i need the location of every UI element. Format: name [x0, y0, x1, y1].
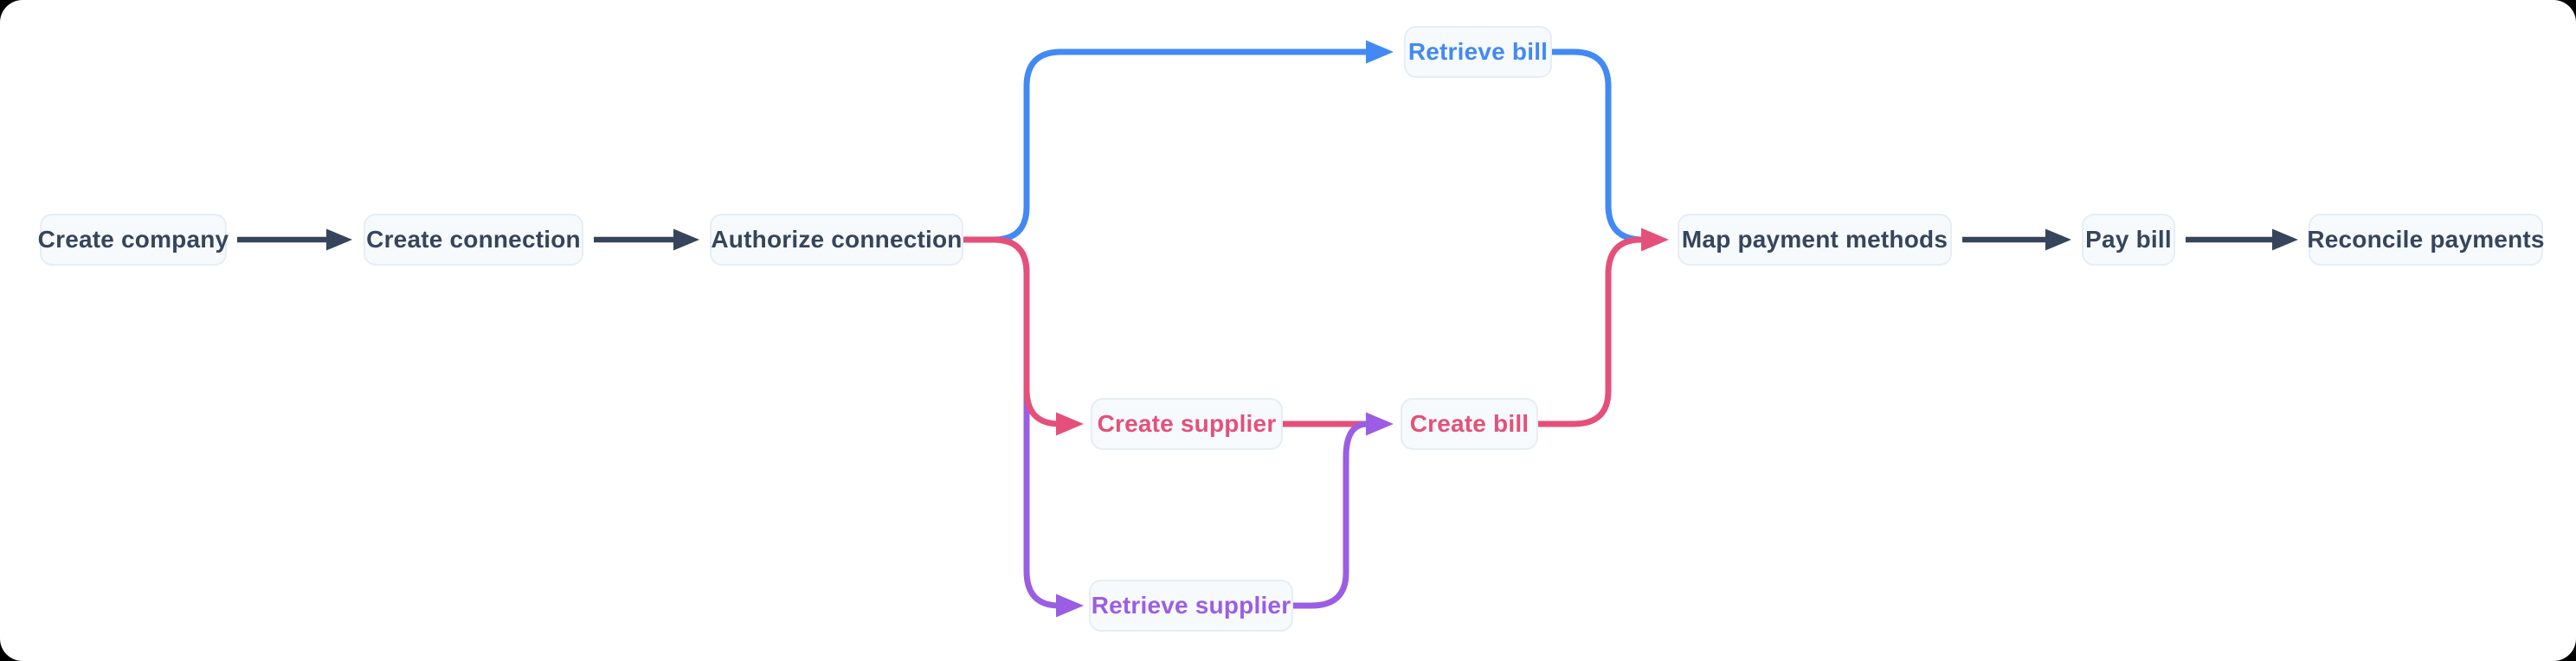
node-create-bill: Create bill	[1401, 398, 1538, 450]
edge-create-connection-to-authorize-connection	[594, 228, 699, 251]
node-label: Retrieve bill	[1407, 38, 1549, 65]
node-label: Create company	[37, 226, 229, 253]
node-label: Create connection	[366, 226, 581, 253]
node-label: Reconcile payments	[2307, 226, 2545, 253]
node-create-connection: Create connection	[364, 214, 583, 266]
node-label: Map payment methods	[1681, 226, 1948, 253]
node-pay-bill: Pay bill	[2082, 214, 2175, 266]
node-label: Pay bill	[2085, 226, 2172, 253]
edge-create-company-to-create-connection	[237, 228, 352, 251]
edge-retrieve-supplier-to-create-bill	[1290, 412, 1394, 609]
node-label: Create supplier	[1097, 410, 1277, 437]
edge-authorize-connection-to-retrieve-bill	[960, 40, 1394, 243]
node-retrieve-bill: Retrieve bill	[1404, 26, 1552, 78]
edge-map-payment-methods-to-pay-bill	[1962, 228, 2071, 251]
node-reconcile-payments: Reconcile payments	[2307, 214, 2545, 266]
node-authorize-connection: Authorize connection	[710, 214, 963, 266]
node-label: Authorize connection	[711, 226, 963, 253]
edge-authorize-connection-to-create-supplier	[960, 236, 1084, 436]
node-create-supplier: Create supplier	[1091, 398, 1283, 450]
node-map-payment-methods: Map payment methods	[1678, 214, 1952, 266]
edge-create-bill-to-map-payment-methods	[1535, 228, 1669, 427]
node-create-company: Create company	[37, 214, 229, 266]
edge-pay-bill-to-reconcile-payments	[2186, 228, 2298, 251]
node-retrieve-supplier: Retrieve supplier	[1089, 580, 1293, 632]
edge-retrieve-bill-to-map-payment-methods	[1549, 48, 1646, 243]
node-label: Create bill	[1409, 410, 1530, 437]
node-label: Retrieve supplier	[1091, 592, 1291, 619]
